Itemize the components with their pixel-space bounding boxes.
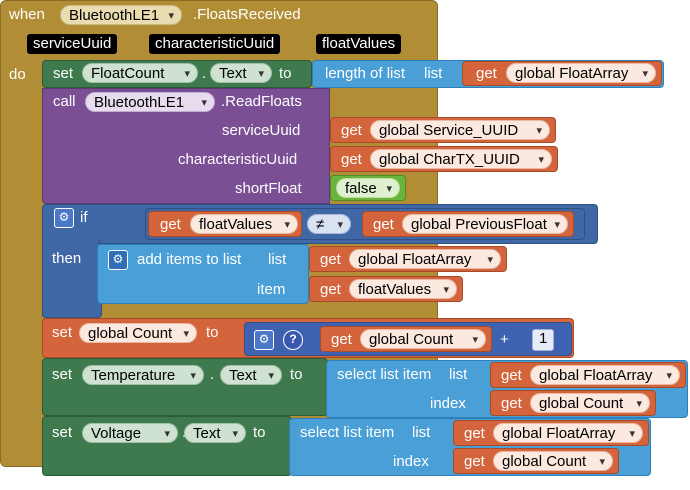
floatarray-variable-dropdown[interactable]: global FloatArray [349,249,501,270]
readfloats-method-label: .ReadFloats [221,93,302,110]
when-label: when [9,6,45,23]
to-label: to [279,65,292,82]
if-mutator-gear-icon[interactable]: ⚙ [54,208,74,228]
floatarray-variable-dropdown[interactable]: global FloatArray [506,63,656,84]
item-label: item [257,281,286,298]
global-count-variable-dropdown[interactable]: global Count [360,329,486,350]
to-label: to [206,324,219,341]
if-then-bottom-arm [42,304,102,318]
set-label: set [53,65,74,82]
compare-operator-dropdown[interactable]: ≠ [307,214,351,235]
floatcount-property-dropdown[interactable]: Text [210,63,272,84]
voltage-component-dropdown[interactable]: Voltage [82,423,178,444]
set-label: set [52,424,73,441]
call-label: call [53,93,76,110]
readfloats-component-dropdown[interactable]: BluetoothLE1 [85,92,215,113]
global-count-variable-dropdown[interactable]: global Count [530,393,650,414]
temperature-property-dropdown[interactable]: Text [220,365,282,386]
event-component-dropdown[interactable]: BluetoothLE1 [60,5,183,26]
dot-label: . [210,366,215,383]
param-serviceuuid[interactable]: serviceUuid [27,34,118,54]
set-label: set [52,366,73,383]
floatarray-variable-dropdown[interactable]: global FloatArray [493,423,643,444]
characteristicuuid-arg-label: characteristicUuid [178,151,298,168]
param-floatvalues[interactable]: floatValues [316,34,402,54]
index-label: index [393,453,429,470]
get-label: get [341,122,362,139]
add-items-mutator-gear-icon[interactable]: ⚙ [108,250,128,270]
floatarray-variable-dropdown[interactable]: global FloatArray [530,365,680,386]
get-label: get [320,281,341,298]
add-items-label: add items to list [137,251,242,268]
plus-operator-label: + [500,331,509,348]
length-of-list-label: length of list [325,65,406,82]
select-list-item-label: select list item [337,366,432,383]
to-label: to [290,366,303,383]
get-label: get [476,65,497,82]
get-label: get [373,216,394,233]
floatvalues-variable-dropdown[interactable]: floatValues [190,214,298,235]
list-label: list [449,366,468,383]
event-name-label: .FloatsReceived [193,6,301,23]
help-question-icon[interactable]: ? [283,330,303,350]
chartx-uuid-variable-dropdown[interactable]: global CharTX_UUID [370,149,552,170]
previousfloat-variable-dropdown[interactable]: global PreviousFloat [402,214,568,235]
false-dropdown[interactable]: false [336,178,400,199]
get-label: get [331,331,352,348]
set-label: set [52,324,73,341]
select-list-item-label: select list item [300,424,395,441]
get-label: get [464,453,485,470]
get-label: get [320,251,341,268]
then-label: then [52,250,82,267]
list-label: list [412,424,431,441]
floatvalues-variable-dropdown[interactable]: floatValues [349,279,457,300]
voltage-property-dropdown[interactable]: Text [184,423,246,444]
global-count-variable-dropdown[interactable]: global Count [79,323,197,344]
get-label: get [160,216,181,233]
to-label: to [253,424,266,441]
service-uuid-variable-dropdown[interactable]: global Service_UUID [370,120,550,141]
add-mutator-gear-icon[interactable]: ⚙ [254,330,274,350]
temperature-component-dropdown[interactable]: Temperature [82,365,204,386]
list-label: list [268,251,287,268]
get-label: get [501,395,522,412]
floatcount-component-dropdown[interactable]: FloatCount [82,63,198,84]
if-label: if [80,209,88,226]
serviceuuid-arg-label: serviceUuid [222,122,301,139]
add-items-to-list-block[interactable] [97,244,309,304]
list-label: list [424,65,443,82]
do-label: do [9,66,26,83]
shortfloat-arg-label: shortFloat [235,180,302,197]
global-count-variable-dropdown[interactable]: global Count [493,451,613,472]
number-one-input[interactable]: 1 [532,329,555,351]
param-characteristicuuid[interactable]: characteristicUuid [149,34,281,54]
get-label: get [341,151,362,168]
index-label: index [430,395,466,412]
dot-label: . [202,65,207,82]
get-label: get [501,367,522,384]
get-label: get [464,425,485,442]
